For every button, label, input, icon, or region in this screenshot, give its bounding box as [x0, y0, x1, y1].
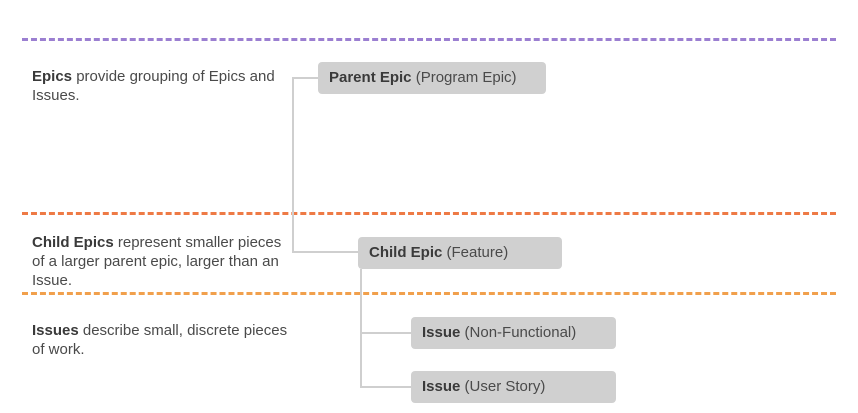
issue-user-story-node: Issue (User Story): [411, 371, 616, 403]
child-epic-name: Child Epic: [369, 244, 443, 261]
child-epic-qualifier: (Feature): [442, 244, 509, 261]
issues-level-divider: [22, 292, 836, 295]
issue-non-functional-qualifier: (Non-Functional): [460, 324, 577, 341]
parent-epic-node: Parent Epic (Program Epic): [318, 62, 546, 94]
child-epics-description: Child Epics represent smaller pieces of …: [32, 233, 294, 290]
child-epic-node: Child Epic (Feature): [358, 237, 562, 269]
connector-from-epics-text: [292, 77, 318, 79]
epics-description-text: provide grouping of Epics and Issues.: [32, 68, 275, 104]
connector-parent-to-child-vertical: [292, 77, 294, 252]
connector-to-issue-nf: [360, 332, 411, 334]
issue-non-functional-node: Issue (Non-Functional): [411, 317, 616, 349]
connector-child-to-issues-vertical: [360, 269, 362, 387]
parent-epic-qualifier: (Program Epic): [411, 69, 517, 86]
epics-description: Epics provide grouping of Epics and Issu…: [32, 67, 298, 105]
issues-description: Issues describe small, discrete pieces o…: [32, 321, 292, 359]
connector-parent-to-child-horizontal: [292, 251, 358, 253]
issue-user-story-name: Issue: [422, 378, 461, 395]
issue-user-story-qualifier: (User Story): [460, 378, 546, 395]
child-epics-level-divider: [22, 212, 836, 215]
child-epics-description-text: represent smaller pieces of a larger par…: [32, 234, 282, 289]
issues-term: Issues: [32, 322, 79, 339]
connector-to-issue-us: [360, 386, 411, 388]
epics-term: Epics: [32, 68, 73, 85]
child-epics-term: Child Epics: [32, 234, 114, 251]
issue-non-functional-name: Issue: [422, 324, 461, 341]
epics-level-divider: [22, 38, 836, 41]
issues-description-text: describe small, discrete pieces of work.: [32, 322, 288, 358]
parent-epic-name: Parent Epic: [329, 69, 412, 86]
